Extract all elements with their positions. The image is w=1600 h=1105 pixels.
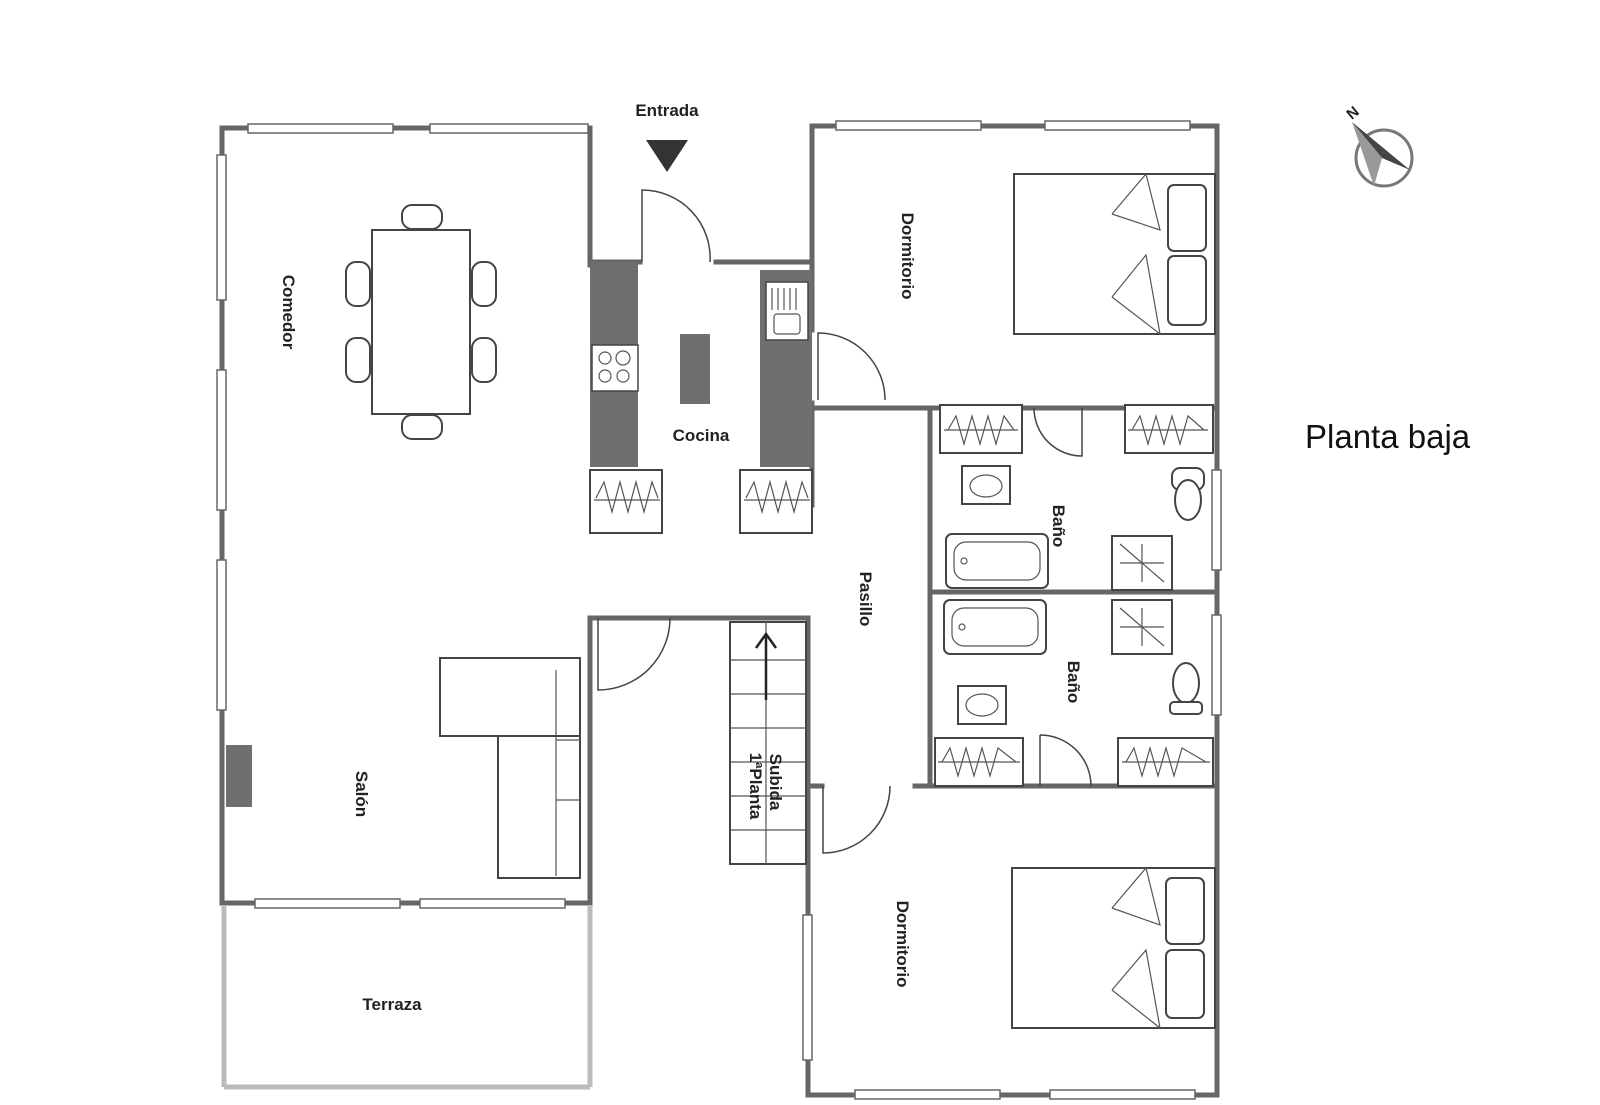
entrance-marker: Entrada — [635, 101, 699, 172]
room-label-pasillo: Pasillo — [856, 572, 875, 627]
toilet-icon-2 — [1172, 662, 1200, 704]
bathtub-icon — [945, 533, 1049, 589]
room-label-bano-bottom: Baño — [1064, 661, 1083, 704]
entrance-label: Entrada — [635, 101, 699, 120]
bathtub-icon-2 — [943, 599, 1047, 655]
plan-title: Planta baja — [1305, 418, 1471, 455]
fireplace — [226, 745, 252, 807]
room-label-terraza: Terraza — [362, 995, 422, 1014]
room-label-cocina: Cocina — [673, 426, 730, 445]
sofa — [439, 657, 581, 879]
stair-up-arrow-icon — [754, 631, 778, 700]
compass-north-icon — [1352, 122, 1410, 170]
entrance-arrow-icon — [646, 140, 688, 172]
stove-icon — [591, 344, 639, 392]
bathroom-fixtures — [943, 465, 1205, 725]
kitchen-furniture — [589, 262, 813, 534]
bed-bottom — [1011, 866, 1216, 1030]
stairs-label-line1: Subida — [766, 754, 785, 811]
room-label-comedor: Comedor — [279, 275, 298, 350]
stairs-label-line2: 1ªPlanta — [746, 753, 765, 820]
washbasin-icon — [961, 465, 1011, 505]
room-label-dormitorio-top: Dormitorio — [898, 213, 917, 300]
bed-top — [1013, 172, 1216, 336]
staircase — [729, 621, 807, 865]
wardrobes — [934, 404, 1214, 787]
kitchen-cabinet-right — [739, 469, 813, 534]
kitchen-cabinet-left — [589, 469, 663, 534]
room-label-bano-top: Baño — [1049, 505, 1068, 548]
room-label-dormitorio-bottom: Dormitorio — [893, 901, 912, 988]
doors — [597, 189, 1092, 854]
compass: N — [1343, 103, 1414, 188]
washbasin-icon-2 — [957, 685, 1007, 725]
terrace-walls — [221, 905, 593, 1090]
windows — [216, 120, 1222, 1100]
room-label-salon: Salón — [352, 771, 371, 817]
dining-table — [345, 204, 497, 440]
compass-n-label: N — [1343, 103, 1362, 123]
sink-icon — [765, 281, 809, 341]
